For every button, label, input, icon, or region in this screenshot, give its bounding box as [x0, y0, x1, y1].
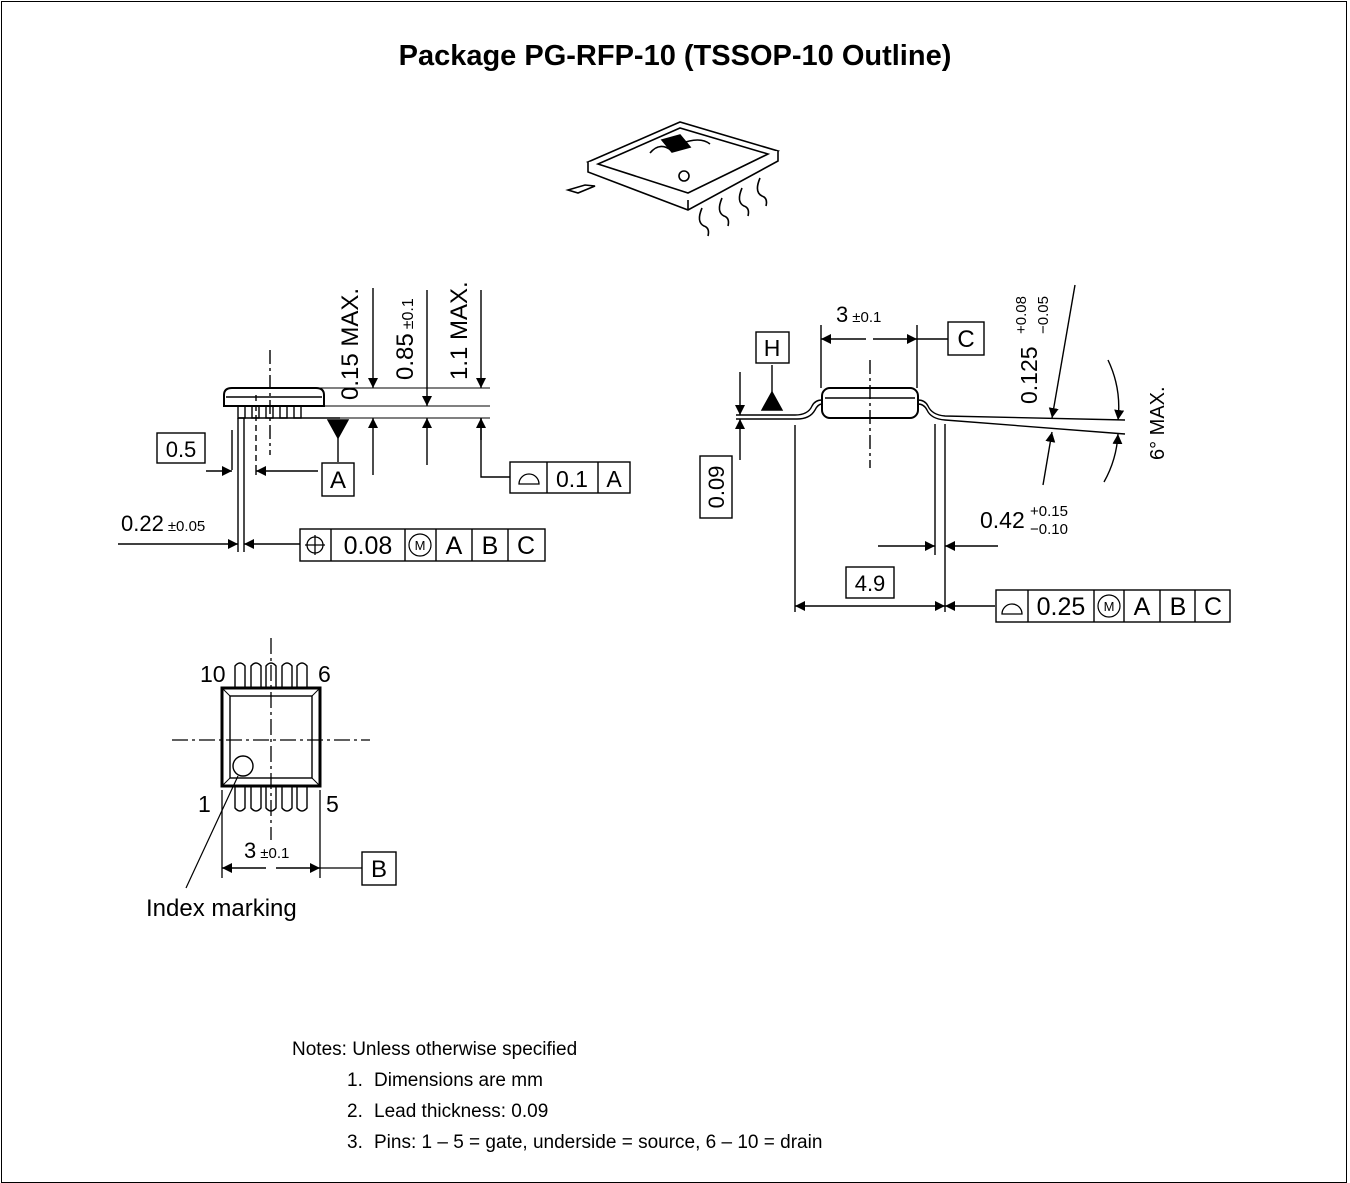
body-length-tol: ±0.1	[260, 845, 289, 862]
pin-6-label: 6	[318, 661, 331, 687]
profile-mod: M	[1104, 599, 1115, 614]
flatness-ref: A	[606, 466, 622, 492]
overall-width-label: 4.9	[855, 571, 886, 596]
lead-width-tol: ±0.05	[168, 518, 205, 535]
svg-text:0.125: 0.125	[1016, 346, 1042, 404]
datum-c-box: C	[947, 321, 985, 356]
index-marking-dot	[232, 755, 254, 777]
svg-text:0.85±0.1: 0.85 ±0.1	[392, 298, 419, 380]
position-icon	[305, 535, 325, 555]
lead-thickness-box: 0.09	[699, 455, 733, 519]
datum-h-box: H	[755, 331, 790, 364]
body-width-tol: ±0.1	[852, 309, 881, 326]
top-pins-bottom	[234, 786, 308, 812]
dim-085-label: 0.85	[392, 333, 419, 380]
overall-width-box: 4.9	[845, 566, 895, 599]
body-width-label: 3	[836, 302, 848, 327]
notes-heading: Notes: Unless otherwise specified	[292, 1039, 578, 1060]
dim-085-tol: ±0.1	[400, 298, 417, 329]
datum-b-label: B	[371, 856, 387, 883]
pitch-box: 0.5	[156, 432, 206, 464]
side-view	[118, 288, 510, 552]
position-ref-c: C	[517, 532, 535, 560]
lead-angle-dim: 0.125	[1016, 346, 1042, 404]
position-frame	[299, 528, 546, 562]
notes: Notes: Unless otherwise specified 1.Dime…	[292, 1034, 822, 1158]
lead-angle-tol-minus: −0.05	[1035, 296, 1052, 334]
position-value: 0.08	[344, 532, 393, 560]
end-view	[735, 284, 1126, 612]
lead-angle-tol-plus: +0.08	[1013, 296, 1030, 334]
profile-value: 0.25	[1037, 593, 1086, 621]
mmc-icon	[408, 533, 432, 557]
mmc-icon-2	[1097, 594, 1121, 618]
body-width-dim: 3±0.1	[836, 302, 881, 327]
lead-width-label: 0.22	[121, 511, 164, 536]
profile-frame	[995, 589, 1231, 623]
package-3d-illustration	[565, 121, 781, 237]
flatness-frame: 0.1 A	[509, 461, 631, 494]
pin-5-label: 5	[326, 791, 339, 817]
gull-wing-lead	[736, 399, 823, 420]
foot-tol-minus: −0.10	[1030, 521, 1068, 538]
profile-ref-c: C	[1204, 593, 1222, 621]
position-ref-b: B	[482, 532, 499, 560]
note-item: 2.Lead thickness: 0.09	[347, 1101, 549, 1122]
body-length-label: 3	[244, 838, 256, 863]
pitch-label: 0.5	[166, 437, 197, 462]
profile-surface-icon-2	[1001, 603, 1023, 615]
dim-11-label: 1.1 MAX.	[446, 281, 473, 380]
datum-b-box: B	[361, 851, 397, 886]
position-ref-a: A	[446, 532, 463, 560]
pin-10-label: 10	[200, 661, 226, 687]
profile-ref-b: B	[1170, 593, 1187, 621]
datum-a-box: A	[321, 462, 355, 497]
pin-1-label: 1	[198, 791, 211, 817]
svg-text:0.22±0.05: 0.22±0.05	[121, 511, 205, 536]
foot-tol-plus: +0.15	[1030, 503, 1068, 520]
position-mod: M	[415, 538, 426, 553]
datum-h-label: H	[764, 335, 781, 361]
datum-a-label: A	[330, 467, 346, 494]
lead-thickness-label: 0.09	[704, 466, 729, 509]
svg-text:3±0.1: 3±0.1	[836, 302, 881, 327]
note-item: 3.Pins: 1 – 5 = gate, underside = source…	[347, 1132, 823, 1153]
flatness-value: 0.1	[556, 466, 588, 492]
profile-surface-icon	[518, 473, 540, 485]
angle-label: 6° MAX.	[1147, 386, 1169, 460]
drawing-title: Package PG-RFP-10 (TSSOP-10 Outline)	[398, 40, 952, 72]
note-item: 1.Dimensions are mm	[347, 1070, 543, 1091]
foot-length-label: 0.42	[980, 507, 1025, 533]
index-leader	[185, 775, 239, 889]
top-view	[172, 638, 370, 889]
dim-015-label: 0.15 MAX.	[337, 288, 364, 400]
top-pins-top	[234, 662, 308, 688]
datum-c-label: C	[957, 326, 974, 353]
svg-text:3±0.1: 3±0.1	[244, 838, 289, 863]
side-body	[223, 387, 325, 407]
index-marking-label: Index marking	[146, 895, 297, 922]
profile-ref-a: A	[1134, 593, 1151, 621]
